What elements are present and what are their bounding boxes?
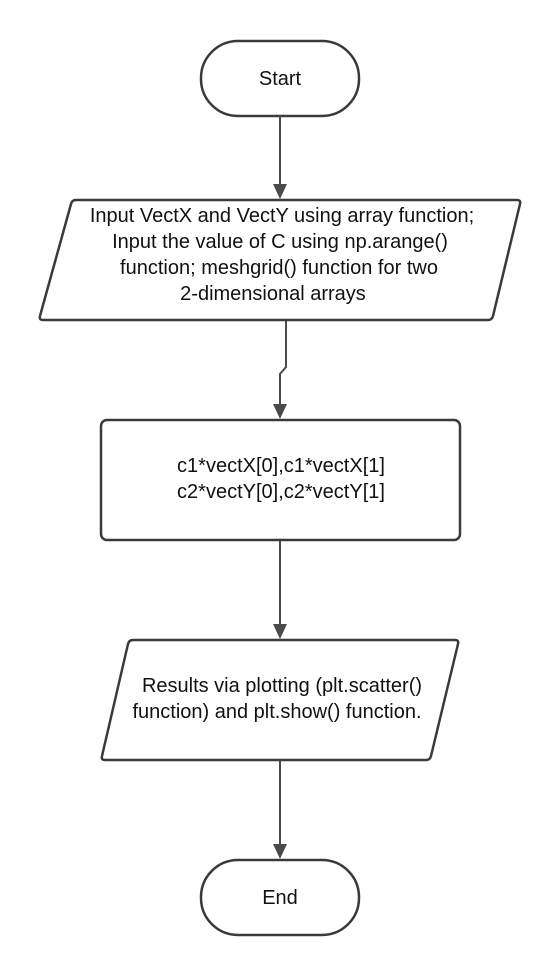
output-text-line-1: Results via plotting (plt.scatter() <box>142 675 422 697</box>
input-text-line-1: Input VectX and VectY using array functi… <box>90 205 474 227</box>
start-node: Start <box>199 39 361 118</box>
connector-line <box>279 321 287 404</box>
process-text-line-1: c1*vectX[0],c1*vectX[1] <box>177 455 385 477</box>
input-text-line-2: Input the value of C using np.arange() <box>112 231 448 253</box>
process-node: c1*vectX[0],c1*vectX[1] c2*vectY[0],c2*v… <box>99 418 462 542</box>
start-label: Start <box>259 68 302 90</box>
output-node: Results via plotting (plt.scatter() func… <box>100 638 460 762</box>
connector-start-to-input <box>273 116 287 199</box>
process-text-line-2: c2*vectY[0],c2*vectY[1] <box>177 481 385 503</box>
arrowhead <box>273 184 287 199</box>
input-text-line-3: function; meshgrid() function for two <box>120 257 438 279</box>
input-text-line-4: 2-dimensional arrays <box>180 283 366 305</box>
end-label: End <box>262 887 298 909</box>
arrowhead <box>273 844 287 859</box>
connector-output-to-end <box>273 761 287 859</box>
arrowhead <box>273 404 287 419</box>
arrowhead <box>273 624 287 639</box>
output-parallelogram-shape <box>100 638 460 762</box>
end-node: End <box>199 858 361 937</box>
process-rectangle-shape <box>99 418 462 542</box>
end-terminator-shape <box>199 858 361 937</box>
connector-input-to-process <box>273 321 287 419</box>
input-node: Input VectX and VectY using array functi… <box>38 198 522 322</box>
input-parallelogram-shape <box>38 198 522 322</box>
connector-process-to-output <box>273 541 287 639</box>
output-text-line-2: function) and plt.show() function. <box>132 701 421 723</box>
